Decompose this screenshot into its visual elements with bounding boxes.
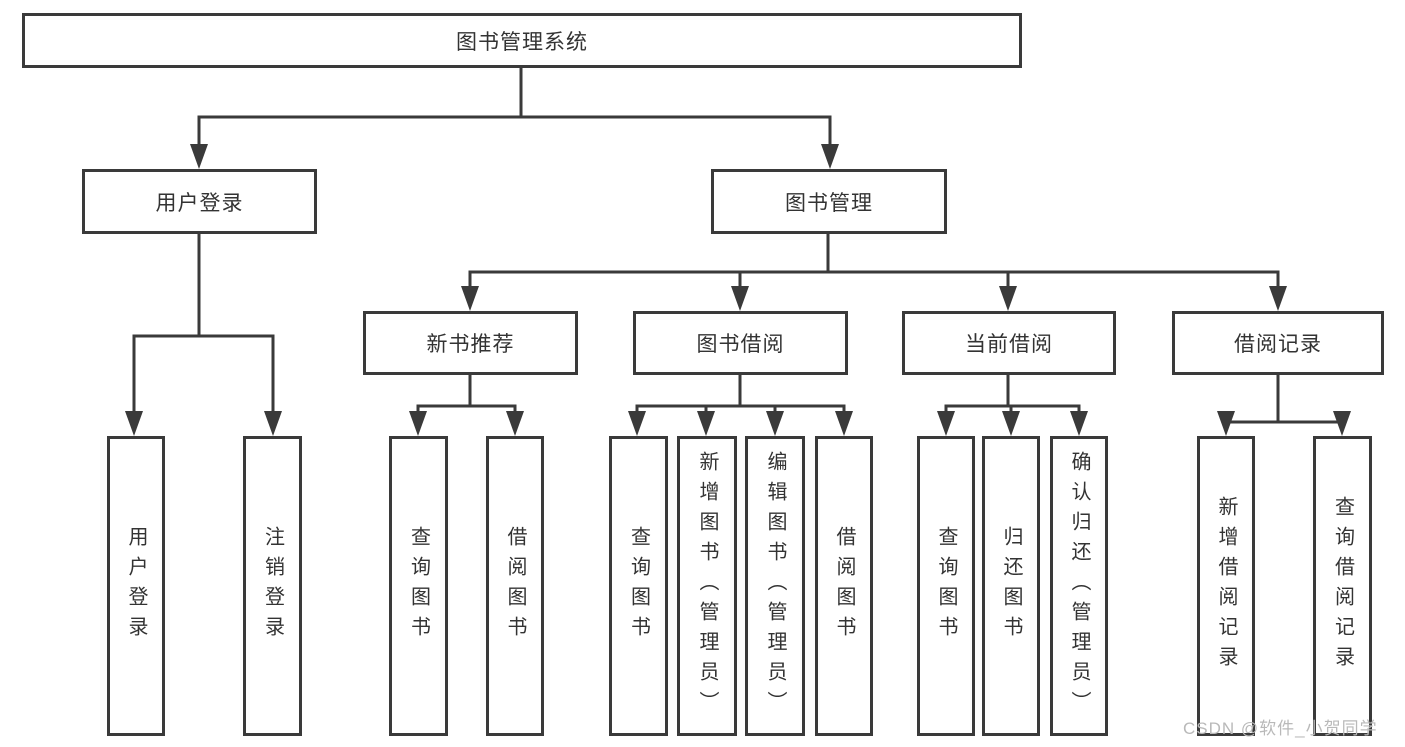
leaf-borrow-books-recommend-label: 借阅图书 xyxy=(504,526,526,646)
leaf-return-books: 归还图书 xyxy=(982,436,1040,736)
node-book-borrowing-label: 图书借阅 xyxy=(696,333,785,356)
node-current-borrowing-label: 当前借阅 xyxy=(965,333,1053,356)
connector-userlogin-bracket xyxy=(132,334,275,414)
leaf-add-books-admin: 新增图书（管理员） xyxy=(677,436,737,736)
leaf-query-books-current: 查询图书 xyxy=(917,436,975,736)
arrowheads xyxy=(125,144,1351,436)
node-book-management-label: 图书管理 xyxy=(785,191,873,215)
leaf-edit-books-admin: 编辑图书（管理员） xyxy=(745,436,805,736)
leaf-add-borrow-record-label: 新增借阅记录 xyxy=(1215,496,1237,676)
node-user-login-label: 用户登录 xyxy=(155,191,244,215)
leaf-confirm-return-admin-label: 确认归还（管理员） xyxy=(1068,451,1090,721)
leaf-borrow-books-recommend: 借阅图书 xyxy=(486,436,544,736)
leaf-query-books-recommend-label: 查询图书 xyxy=(407,526,430,646)
node-current-borrowing: 当前借阅 xyxy=(902,311,1116,375)
node-borrowing-records-label: 借阅记录 xyxy=(1234,333,1322,356)
node-borrowing-records: 借阅记录 xyxy=(1172,311,1384,375)
connector-root-bracket xyxy=(197,115,832,147)
leaf-logout-login-label: 注销登录 xyxy=(261,526,284,646)
connector-bookmgmt-bracket xyxy=(468,270,1280,289)
leaf-user-login-label: 用户登录 xyxy=(125,526,147,646)
leaf-query-books-borrowing: 查询图书 xyxy=(609,436,668,736)
connector-borrowing-bracket xyxy=(635,404,846,413)
leaf-query-borrow-record: 查询借阅记录 xyxy=(1313,436,1372,736)
leaf-return-books-label: 归还图书 xyxy=(1000,526,1022,646)
leaf-edit-books-admin-label: 编辑图书（管理员） xyxy=(764,451,786,721)
leaf-query-borrow-record-label: 查询借阅记录 xyxy=(1331,496,1354,676)
leaf-query-books-current-label: 查询图书 xyxy=(935,526,957,646)
watermark-text: CSDN @软件_小贺同学 xyxy=(1183,719,1378,738)
leaf-query-books-recommend: 查询图书 xyxy=(389,436,448,736)
leaf-borrow-books-borrowing: 借阅图书 xyxy=(815,436,873,736)
leaf-query-books-borrowing-label: 查询图书 xyxy=(627,526,650,646)
node-book-borrowing: 图书借阅 xyxy=(633,311,848,375)
node-new-book-recommend: 新书推荐 xyxy=(363,311,578,375)
leaf-logout-login: 注销登录 xyxy=(243,436,302,736)
node-root-label: 图书管理系统 xyxy=(456,30,588,54)
leaf-confirm-return-admin: 确认归还（管理员） xyxy=(1050,436,1108,736)
node-user-login: 用户登录 xyxy=(82,169,317,234)
leaf-add-books-admin-label: 新增图书（管理员） xyxy=(696,451,718,721)
node-book-management: 图书管理 xyxy=(711,169,947,234)
node-root: 图书管理系统 xyxy=(22,13,1022,68)
node-new-book-recommend-label: 新书推荐 xyxy=(426,333,515,356)
leaf-user-login: 用户登录 xyxy=(107,436,165,736)
connector-recommend-bracket xyxy=(416,404,517,413)
leaf-add-borrow-record: 新增借阅记录 xyxy=(1197,436,1255,736)
leaf-borrow-books-borrowing-label: 借阅图书 xyxy=(833,526,855,646)
